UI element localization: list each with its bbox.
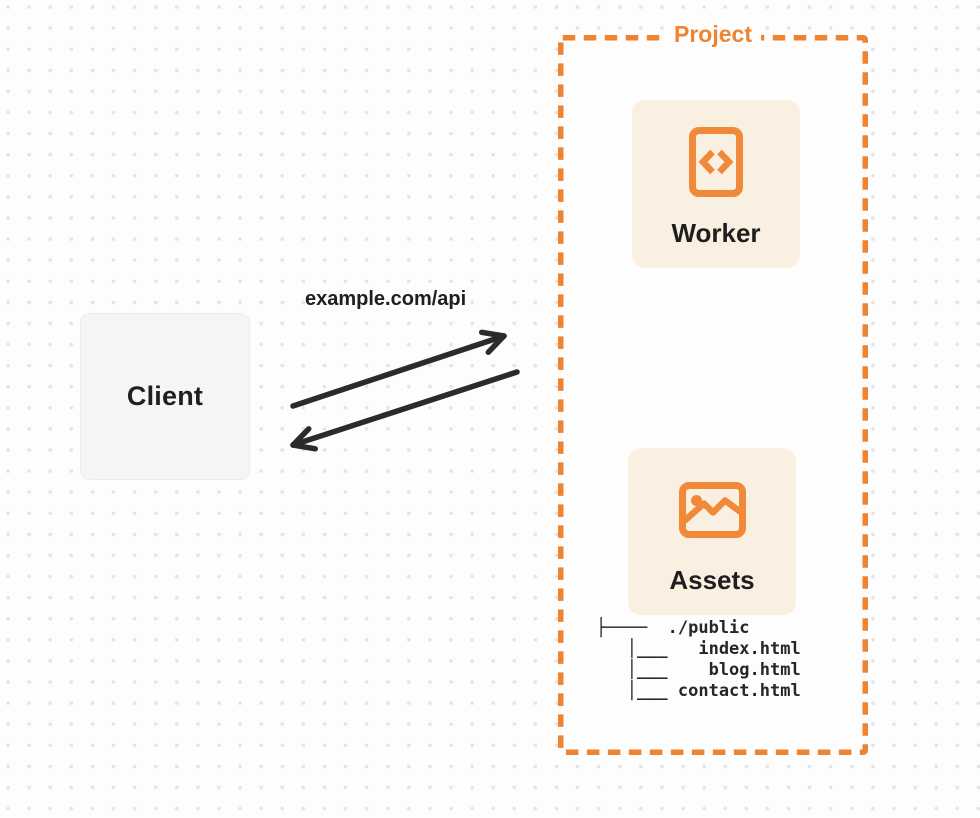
response-arrow [290, 369, 520, 452]
worker-label: Worker [671, 218, 761, 248]
assets-label: Assets [669, 565, 755, 595]
request-arrow [290, 329, 507, 409]
project-container: Project Worker Assets ├──── ./public │__… [558, 20, 868, 755]
assets-node: Assets [628, 448, 796, 615]
request-url-label: example.com/api [305, 288, 467, 310]
file-tree: ├──── ./public │___ index.html │___ blog… [596, 618, 801, 701]
project-label: Project [665, 20, 761, 48]
client-label: Client [126, 381, 204, 411]
image-icon [678, 482, 746, 538]
worker-node: Worker [632, 100, 800, 268]
code-file-icon [689, 127, 743, 197]
client-node: Client [80, 313, 250, 480]
